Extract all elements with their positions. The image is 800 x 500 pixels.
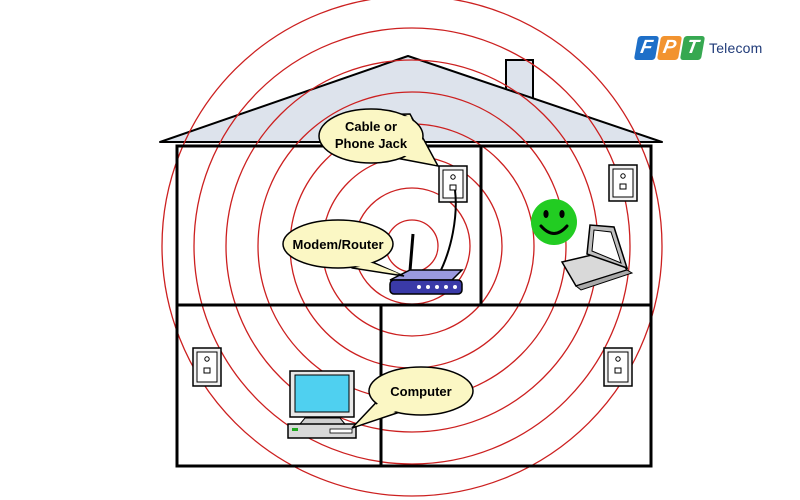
wall-jack-icon bbox=[438, 165, 468, 203]
signal-ring bbox=[161, 0, 663, 497]
wall-jack-icon bbox=[608, 164, 638, 202]
jack-to-router-cable bbox=[437, 189, 457, 277]
desktop-computer-icon bbox=[287, 370, 357, 439]
brand-name: Telecom bbox=[709, 40, 763, 56]
label-computer: Computer bbox=[390, 384, 451, 399]
router-icon bbox=[389, 233, 464, 295]
label-modem-router: Modem/Router bbox=[293, 237, 384, 252]
wall-jack-icon bbox=[603, 347, 633, 387]
laptop-icon bbox=[560, 224, 634, 291]
brand-logo: F P T Telecom bbox=[633, 30, 786, 66]
brand-letter-p: P bbox=[656, 36, 683, 60]
wall-jack-icon bbox=[192, 347, 222, 387]
brand-letter-f: F bbox=[633, 36, 660, 60]
bubble-modem-router: Modem/Router bbox=[282, 219, 405, 277]
smiley-face-icon bbox=[531, 199, 577, 245]
brand-letter-t: T bbox=[679, 36, 706, 60]
label-cable-jack-line1: Cable or bbox=[345, 119, 397, 134]
label-cable-jack-line2: Phone Jack bbox=[335, 136, 408, 151]
signal-ring bbox=[193, 27, 631, 465]
bubble-computer: Computer bbox=[351, 366, 474, 429]
brand-logo-letters: F P T bbox=[633, 36, 706, 60]
bubble-cable-jack: Cable or Phone Jack bbox=[318, 108, 440, 168]
